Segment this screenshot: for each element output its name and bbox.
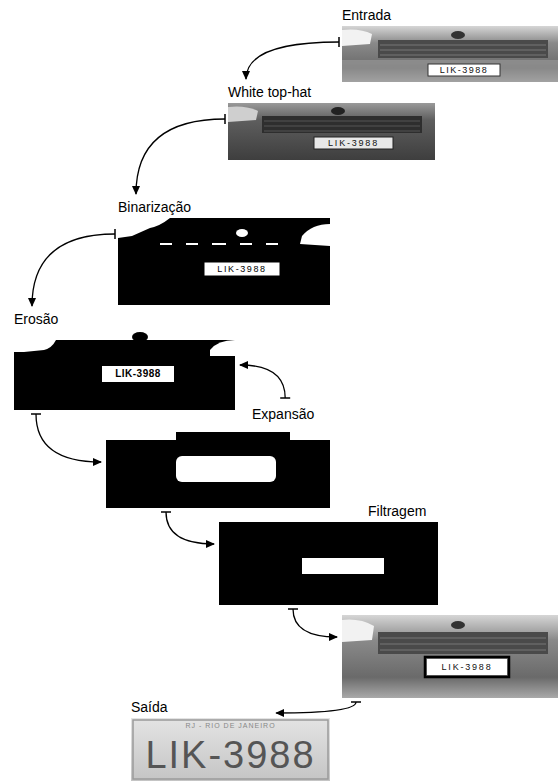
binary-image — [118, 218, 330, 305]
flow-arrow — [246, 42, 339, 79]
flow-arrow — [293, 609, 337, 637]
stage-label: Erosão — [14, 311, 58, 327]
input-image: EntradaLIK-3988 — [342, 26, 558, 82]
tophat-image: White top-hatLIK-3988 — [228, 103, 435, 160]
plate-glyphs: RJ - RIO DE JANEIRO — [185, 722, 275, 729]
stage-label: White top-hat — [228, 84, 311, 100]
stage-label: Binarização — [118, 199, 191, 215]
flow-arrow — [36, 414, 101, 462]
dilated-image — [106, 432, 330, 508]
dilated-image: Expansão — [106, 432, 330, 508]
flow-arrow — [276, 702, 356, 713]
stage-label: Saída — [131, 699, 168, 715]
flow-arrow — [166, 512, 214, 544]
stage-label: Filtragem — [368, 503, 426, 519]
plate-glyphs: LIK-3988 — [115, 369, 161, 379]
filtered-image: Filtragem — [219, 522, 438, 605]
output-image: SaídaRJ - RIO DE JANEIROLIK-3988 — [131, 718, 330, 781]
input-photo — [342, 26, 558, 82]
plate-glyphs: LIK-3988 — [440, 66, 489, 75]
plate-text: LIK-3988 — [204, 262, 280, 276]
plate-text: LIK-3988 — [102, 366, 174, 382]
stage-label: Entrada — [342, 7, 391, 23]
plate-glyphs: LIK-3988 — [217, 265, 266, 274]
filtered-image — [219, 522, 438, 605]
located-image: LIK-3988 — [342, 615, 558, 698]
plate-text: LIK-3988 — [427, 659, 507, 675]
stage-label: Expansão — [252, 406, 314, 422]
flow-arrow — [136, 119, 225, 194]
plate-glyphs: LIK-3988 — [145, 736, 315, 774]
eroded-image — [14, 330, 235, 410]
flow-arrow — [32, 234, 115, 306]
plate-text: LIK-3988 — [135, 732, 326, 778]
plate-text: LIK-3988 — [314, 137, 393, 149]
eroded-image: ErosãoLIK-3988 — [14, 330, 235, 410]
output-plate — [131, 718, 330, 781]
tophat-photo — [228, 103, 435, 160]
flow-arrow — [240, 365, 285, 398]
binary-image: BinarizaçãoLIK-3988 — [118, 218, 330, 305]
plate-glyphs: LIK-3988 — [442, 663, 493, 672]
plate-glyphs: LIK-3988 — [328, 139, 379, 148]
plate-text: RJ - RIO DE JANEIRO — [135, 720, 326, 731]
located-plate-photo — [342, 615, 558, 698]
plate-text: LIK-3988 — [428, 64, 500, 76]
